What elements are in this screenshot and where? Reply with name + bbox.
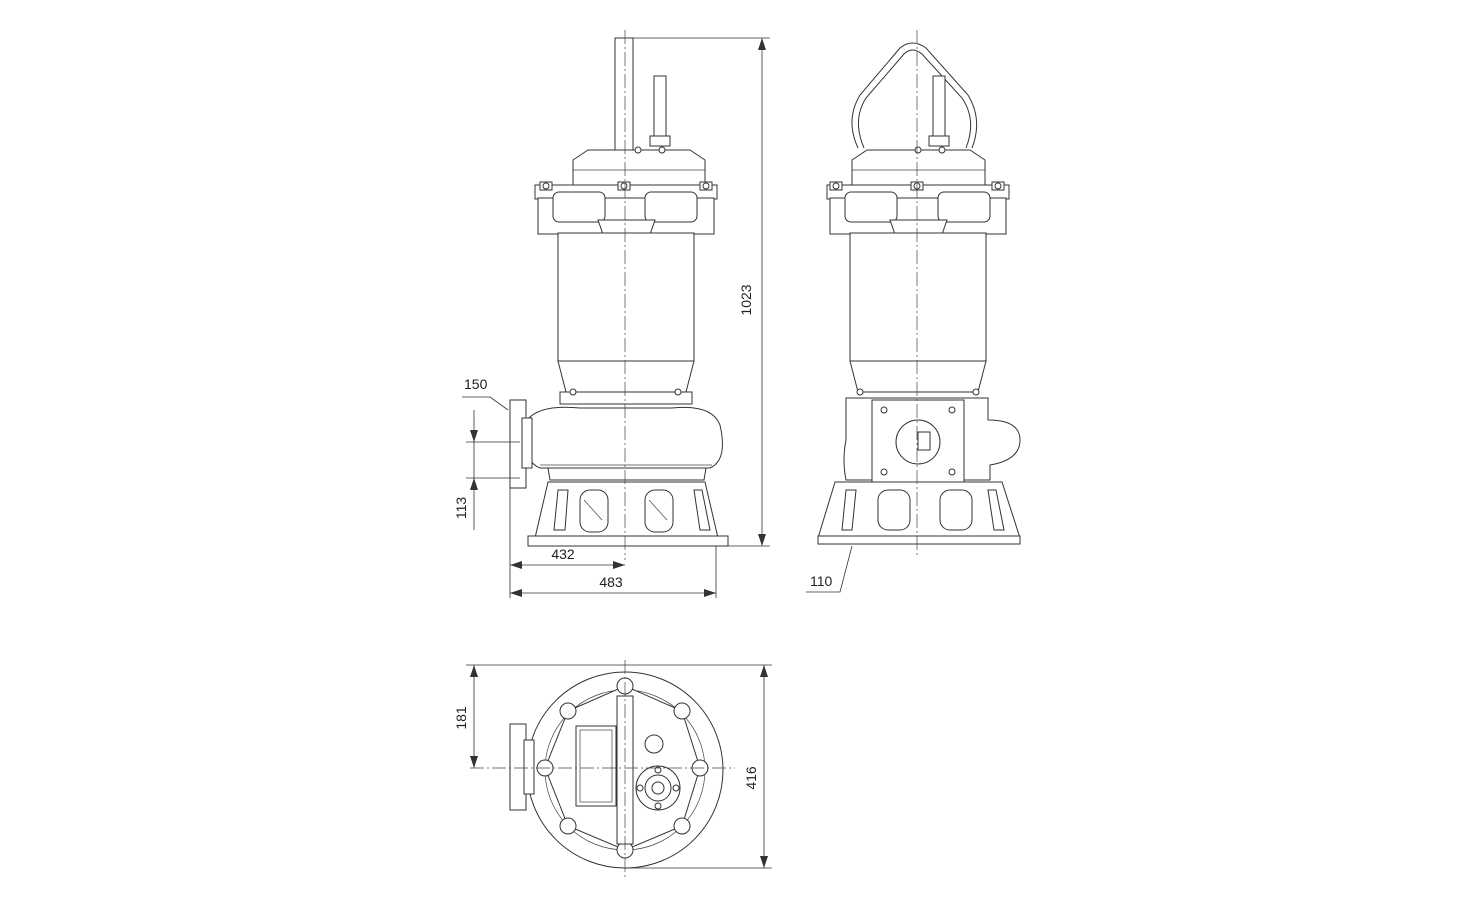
- dim-outlet-offset: 432: [551, 546, 575, 562]
- front-view-dimensions: 1023 150 113 432 483: [453, 37, 770, 598]
- front-view: [509, 30, 729, 560]
- dim-overall-width: 483: [599, 574, 623, 590]
- dim-overall-height: 1023: [738, 284, 754, 315]
- dim-top-depth: 416: [743, 766, 759, 790]
- top-view-dimensions: 181 416: [453, 664, 772, 869]
- top-view: [470, 660, 735, 880]
- dim-flange-size: 150: [464, 376, 488, 392]
- dim-base-height: 110: [810, 573, 833, 589]
- side-view-dimensions: 110: [806, 545, 853, 593]
- dim-outlet-height: 113: [453, 497, 469, 520]
- dim-top-offset: 181: [453, 706, 469, 730]
- side-view: [817, 30, 1021, 555]
